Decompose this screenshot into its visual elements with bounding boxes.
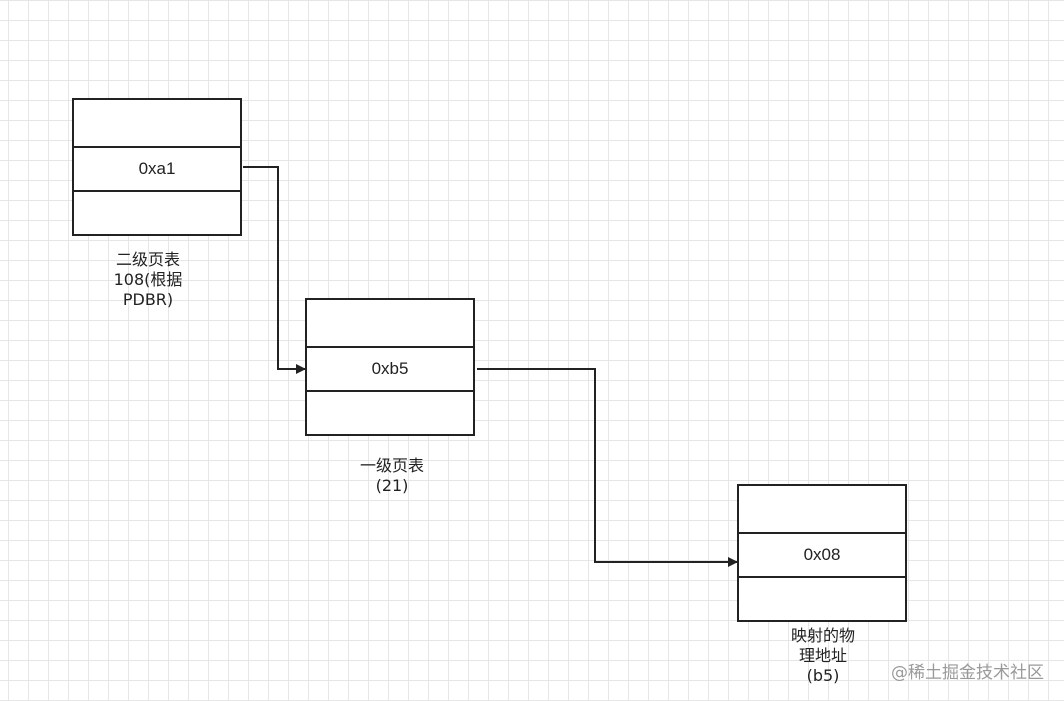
physical-caption-line3: (b5)	[806, 666, 840, 685]
physical-caption-line2: 理地址	[798, 646, 847, 665]
level1-entry: 0xb5	[307, 346, 473, 392]
watermark: @稀土掘金技术社区	[891, 663, 1044, 683]
level2-caption-line1: 二级页表	[115, 250, 180, 269]
level1-entry-value: 0xb5	[371, 359, 409, 378]
physical-address-table: 0x08	[737, 484, 907, 622]
physical-row-bottom	[739, 578, 905, 620]
physical-entry-value: 0x08	[803, 545, 841, 564]
level2-caption-line3: PDBR)	[122, 290, 174, 309]
physical-entry: 0x08	[739, 532, 905, 578]
level2-caption-line2: 108(根据	[113, 270, 183, 289]
level1-page-table: 0xb5	[305, 298, 475, 436]
level2-row-top	[74, 100, 240, 146]
connector-level2-to-level1	[243, 166, 306, 374]
connector-level1-to-physical	[477, 368, 738, 567]
level2-entry-value: 0xa1	[138, 159, 176, 178]
level1-caption-line1: 一级页表	[359, 456, 424, 475]
level2-caption: 二级页表 108(根据 PDBR)	[72, 250, 224, 310]
level2-entry: 0xa1	[74, 146, 240, 192]
physical-caption: 映射的物 理地址 (b5)	[773, 626, 873, 686]
level2-row-bottom	[74, 192, 240, 234]
physical-row-top	[739, 486, 905, 532]
level2-page-table: 0xa1	[72, 98, 242, 236]
level1-row-top	[307, 300, 473, 346]
physical-caption-line1: 映射的物	[790, 626, 855, 645]
level1-row-bottom	[307, 392, 473, 434]
level1-caption-line2: (21)	[375, 476, 409, 495]
level1-caption: 一级页表 (21)	[342, 456, 442, 496]
